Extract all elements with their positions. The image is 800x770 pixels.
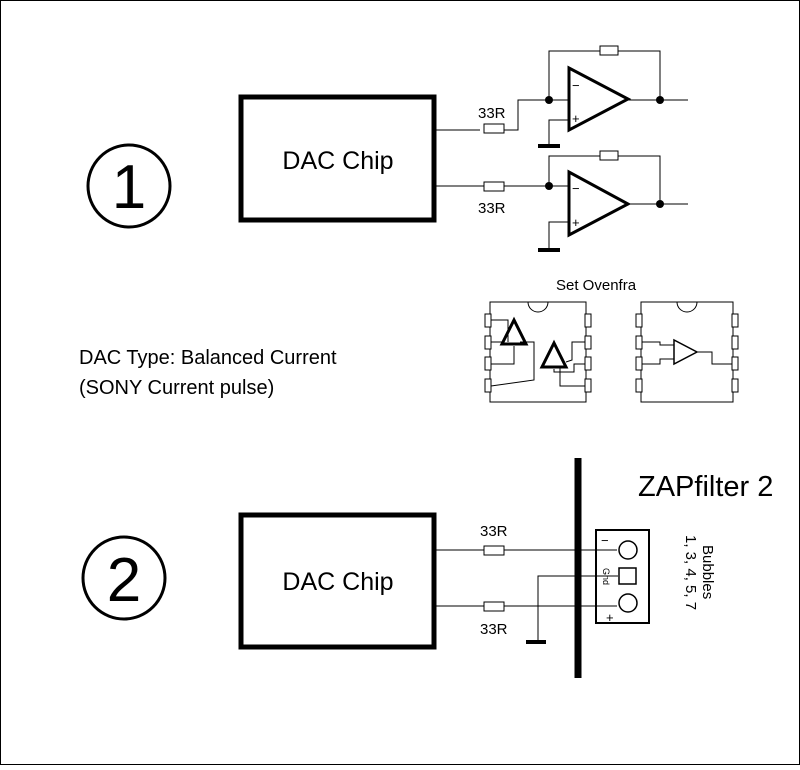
resistor-1-bottom xyxy=(483,181,505,192)
resistor-1-top-label: 33R xyxy=(478,105,506,122)
circuit-number-2: 2 xyxy=(107,546,141,615)
circuit-1: 1 DAC Chip 33R − + 33R − + xyxy=(86,45,688,252)
connector-minus-label: − xyxy=(601,533,609,548)
circuit-number-1-circle xyxy=(86,143,172,229)
circuit-2: 2 DAC Chip ZAPfilter 2 33R 33R − + Gnd B… xyxy=(81,458,773,678)
ic-right-opamp xyxy=(673,338,699,366)
opamp1-junction-out xyxy=(656,96,664,104)
opamp1-feedback xyxy=(548,50,600,100)
resistor-2-bottom xyxy=(483,601,505,612)
connector-minus-pad xyxy=(618,540,638,560)
dac-type-line2: (SONY Current pulse) xyxy=(79,377,274,399)
bubbles-label: Bubbles xyxy=(699,545,716,599)
dac-chip-1-label: DAC Chip xyxy=(282,147,393,175)
ic-left-opamp-b xyxy=(539,339,569,369)
circuit-number-1: 1 xyxy=(112,153,146,222)
dac-chip-2 xyxy=(238,512,437,650)
connector-plus-pad xyxy=(618,593,638,613)
connector-plus-label: + xyxy=(606,610,614,625)
resistor-2-bottom-label: 33R xyxy=(480,621,508,638)
ic-left xyxy=(484,301,592,403)
zapfilter-label: ZAPfilter 2 xyxy=(638,471,773,503)
opamp1-feedback-resistor xyxy=(599,45,619,56)
opamp2-junction-out xyxy=(656,200,664,208)
ic-right xyxy=(635,301,739,403)
input-connector xyxy=(595,529,650,624)
resistor-2-top xyxy=(483,545,505,556)
opamp1-plus-to-ground xyxy=(548,119,569,145)
bubbles-numbers: 1, 3, 4, 5, 7 xyxy=(682,535,699,610)
circuit-number-2-circle xyxy=(81,535,167,621)
opamp1-input-wire xyxy=(504,99,570,131)
opamp2-plus: + xyxy=(572,215,580,230)
gnd-wire xyxy=(537,575,618,640)
ic-set-label: Set Ovenfra xyxy=(556,277,637,294)
opamp2-feedback-resistor xyxy=(599,150,619,161)
opamp1-minus: − xyxy=(572,78,580,93)
opamp-1-top xyxy=(567,65,632,133)
opamp1-plus: + xyxy=(572,111,580,126)
connector-gnd-pad xyxy=(618,567,637,585)
opamp2-minus: − xyxy=(572,181,580,196)
resistor-1-bottom-label: 33R xyxy=(478,200,506,217)
opamp1-feedback-out xyxy=(618,50,661,100)
opamp2-feedback-out xyxy=(618,155,661,204)
resistor-1-top xyxy=(483,123,505,134)
opamp-1-bottom xyxy=(567,169,632,238)
connector-gnd-label: Gnd xyxy=(601,568,611,585)
opamp2-feedback xyxy=(548,155,600,186)
dac-chip-2-label: DAC Chip xyxy=(282,568,393,596)
dac-type-line1: DAC Type: Balanced Current xyxy=(79,347,337,369)
opamp2-plus-to-ground xyxy=(548,221,569,248)
resistor-2-top-label: 33R xyxy=(480,523,508,540)
dac-chip-1 xyxy=(238,94,437,223)
ic-left-opamp-a xyxy=(499,316,529,346)
